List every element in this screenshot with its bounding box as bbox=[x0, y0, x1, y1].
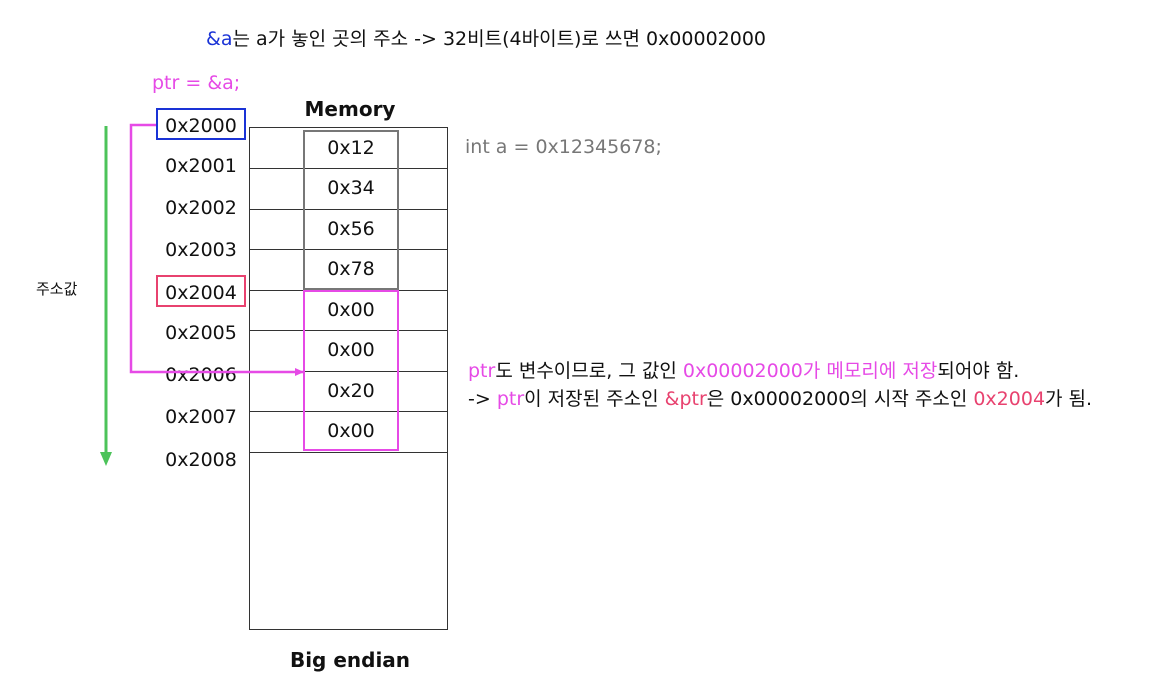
note-address-highlight: 0x2004 bbox=[973, 388, 1046, 410]
address-0x2003: 0x2003 bbox=[165, 239, 237, 261]
top-note: &a는 a가 놓인 곳의 주소 -> 32비트(4바이트)로 쓰면 0x0000… bbox=[206, 24, 766, 51]
address-axis-arrow bbox=[100, 126, 112, 466]
memory-row-divider bbox=[249, 452, 448, 453]
address-0x2006: 0x2006 bbox=[165, 364, 237, 386]
note-highlight: 0x00002000가 메모리에 저장 bbox=[682, 360, 938, 382]
memory-cell: 0x56 bbox=[327, 218, 375, 240]
note-text: 되어야 함. bbox=[937, 360, 1020, 382]
note-text: 가 됨. bbox=[1045, 388, 1093, 410]
ptr-bytes-group bbox=[303, 290, 399, 451]
ptr-address-ref: &ptr bbox=[664, 388, 707, 410]
address-axis-label: 주소값 bbox=[36, 280, 78, 298]
memory-row-divider bbox=[249, 168, 448, 169]
address-0x2004: 0x2004 bbox=[156, 275, 246, 307]
ptr-note-line-1: ptr도 변수이므로, 그 값인 0x00002000가 메모리에 저장되어야 … bbox=[468, 356, 1019, 383]
memory-cell: 0x00 bbox=[327, 299, 375, 321]
note-text: 도 변수이므로, 그 값인 bbox=[495, 360, 683, 382]
address-0x2002: 0x2002 bbox=[165, 197, 237, 219]
endianness-label: Big endian bbox=[289, 648, 411, 672]
memory-column bbox=[249, 127, 448, 630]
memory-row-divider bbox=[249, 209, 448, 210]
ptr-pointer-arrow bbox=[129, 123, 304, 376]
memory-cell: 0x78 bbox=[327, 258, 375, 280]
ptr-note-line-2: -> ptr이 저장된 주소인 &ptr은 0x00002000의 시작 주소인… bbox=[468, 384, 1092, 411]
address-0x2005: 0x2005 bbox=[165, 322, 237, 344]
memory-cell: 0x34 bbox=[327, 177, 375, 199]
ptr-ref: ptr bbox=[496, 388, 525, 410]
ptr-ref: ptr bbox=[468, 360, 496, 382]
ptr-declaration: ptr = &a; bbox=[152, 72, 241, 94]
address-0x2008: 0x2008 bbox=[165, 449, 237, 471]
memory-cell: 0x12 bbox=[327, 137, 375, 159]
top-note-text: 는 a가 놓인 곳의 주소 -> 32비트(4바이트)로 쓰면 0x000020… bbox=[232, 28, 767, 50]
memory-row-divider bbox=[249, 249, 448, 250]
memory-cell: 0x20 bbox=[327, 380, 375, 402]
memory-row-divider bbox=[249, 371, 448, 372]
address-of-a-ref: &a bbox=[206, 28, 233, 50]
address-0x2000: 0x2000 bbox=[156, 108, 246, 140]
int-a-bytes-group bbox=[303, 130, 399, 290]
note-text: -> bbox=[468, 388, 497, 410]
memory-row-divider bbox=[249, 330, 448, 331]
address-0x2007: 0x2007 bbox=[165, 406, 237, 428]
memory-row-divider bbox=[249, 411, 448, 412]
memory-cell: 0x00 bbox=[327, 420, 375, 442]
note-text: 이 저장된 주소인 bbox=[524, 388, 665, 410]
memory-title: Memory bbox=[304, 97, 396, 121]
address-0x2001: 0x2001 bbox=[165, 155, 237, 177]
note-text: 은 0x00002000의 시작 주소인 bbox=[706, 388, 974, 410]
memory-cell: 0x00 bbox=[327, 339, 375, 361]
int-a-declaration: int a = 0x12345678; bbox=[465, 136, 662, 158]
